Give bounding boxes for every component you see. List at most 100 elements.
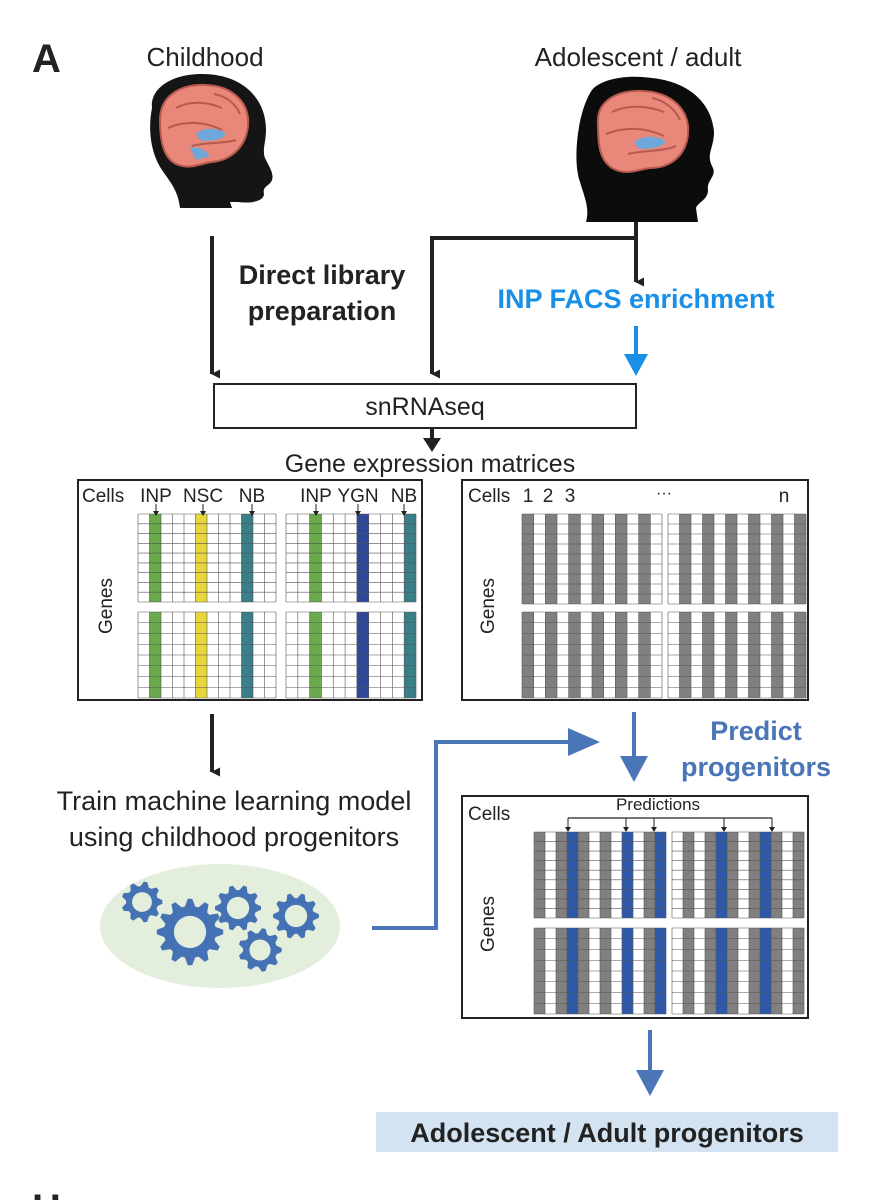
left-col3-tickhead [313,511,319,516]
right-block-b0-col-5 [725,514,737,604]
right-block-a0-col-10 [638,514,651,604]
pred-block-a1 [533,927,667,1015]
pred-arrow0-tickhead [565,827,571,832]
arrow-facs-head [624,354,648,376]
left-col2-tickhead [249,511,255,516]
right-col-2: 2 [543,486,554,507]
pred-block-b0-col-7 [749,832,760,918]
right-col-1: 1 [523,486,534,507]
right-block-b0-col-9 [771,514,783,604]
left-block-b0-bg [286,514,416,602]
gear-3-hole [226,896,250,920]
left-col-ygn: YGN [337,486,378,507]
model-ellipse [100,864,340,988]
left-block-b0-col-6 [356,514,369,602]
pred-block-a0-col-6 [600,832,611,918]
left-block-a0 [137,513,277,603]
right-block-b0-col-11 [794,514,806,604]
pred-genes-label: Genes [478,896,499,952]
left-col0-tickhead [153,511,159,516]
left-col-nsc: NSC [183,486,223,507]
pred-block-b0-col-3 [705,832,716,918]
childhood-label: Childhood [146,42,263,72]
right-matrix-grid [521,513,807,699]
left-block-b0-col-10 [404,514,416,602]
snrnaseq-label: snRNAseq [365,393,485,421]
pred-block-b0-col-8 [760,832,771,918]
arrow-matrix-head [620,756,648,782]
arrow-model-head [568,728,600,756]
right-genes-label: Genes [478,578,499,634]
left-col4-tickhead [355,511,361,516]
pred-block-a0 [533,831,667,919]
predictions-label: Predictions [616,795,700,814]
result-label: Adolescent / Adult progenitors [410,1118,804,1148]
pred-block-a0-col-10 [644,832,655,918]
pred-block-a0-col-0 [534,832,545,918]
right-cells-label: Cells [468,486,510,507]
gear-1-hole [132,892,152,912]
pred-arrow1-tickhead [623,827,629,832]
right-block-a0-col-4 [568,514,581,604]
left-genes-label: Genes [96,578,117,634]
arrow-model-to-prediction [372,740,580,930]
right-block-b0-col-7 [748,514,760,604]
snrnaseq-box [213,383,637,429]
left-block-b1 [285,611,417,699]
left-block-b0-col-2 [309,514,322,602]
direct-library-line1: Direct library [239,260,406,290]
predict-line2: progenitors [681,752,831,782]
gear-1 [122,881,163,923]
facs-enrichment-label: INP FACS enrichment [497,284,774,314]
left-block-b0 [285,513,417,603]
left-block-a0-col-1 [149,514,161,602]
left-col1-tickhead [200,511,206,516]
left-block-a1 [137,611,277,699]
pred-block-a0-col-4 [578,832,589,918]
pred-block-b0-col-11 [793,832,804,918]
panel-letter: A [32,37,61,81]
panel-letter-next: H [32,1187,61,1200]
child-head-icon [150,74,273,208]
left-col-inp-1: INP [140,486,172,507]
right-block-a0 [521,513,663,605]
train-line2: using childhood progenitors [69,822,399,852]
pred-arrow4-tickhead [769,827,775,832]
gear-3 [215,885,261,931]
pred-arrow2-tickhead [651,827,657,832]
right-block-a0-col-8 [615,514,627,604]
adolescent-label: Adolescent / adult [535,42,742,72]
matrices-title: Gene expression matrices [285,450,575,478]
right-block-a1 [521,611,663,699]
pred-block-b0-col-4 [716,832,727,918]
right-block-a0-col-0 [522,514,534,604]
gear-2-hole [173,915,207,949]
adult-head-icon [576,76,714,223]
right-col-ellipsis: ··· [656,485,672,502]
gears-icon [122,881,319,972]
gear-4 [273,893,319,939]
gear-4-hole [284,904,308,928]
left-block-a0-col-5 [195,514,207,602]
arrow-snrnaseq-head [423,438,441,452]
prediction-matrix-grid [533,817,805,1015]
pred-block-a0-col-2 [556,832,567,918]
predict-line1: Predict [710,716,802,746]
right-block-b0-col-3 [702,514,714,604]
right-block-b0-col-1 [679,514,691,604]
train-line1: Train machine learning model [57,786,412,816]
pred-block-b0-col-9 [771,832,782,918]
pred-block-a0-col-8 [622,832,633,918]
gear-5-hole [249,939,271,961]
pred-block-b0 [671,831,805,919]
left-matrix-grid [137,504,417,699]
pred-block-a0-col-11 [655,832,666,918]
right-block-a0-col-2 [545,514,557,604]
gear-5 [239,928,282,972]
pred-cells-label: Cells [468,804,510,825]
pred-block-b1 [671,927,805,1015]
left-col-nb-2: NB [391,486,417,507]
arrow-adult-direct [430,222,638,379]
pred-block-b0-col-5 [727,832,738,918]
